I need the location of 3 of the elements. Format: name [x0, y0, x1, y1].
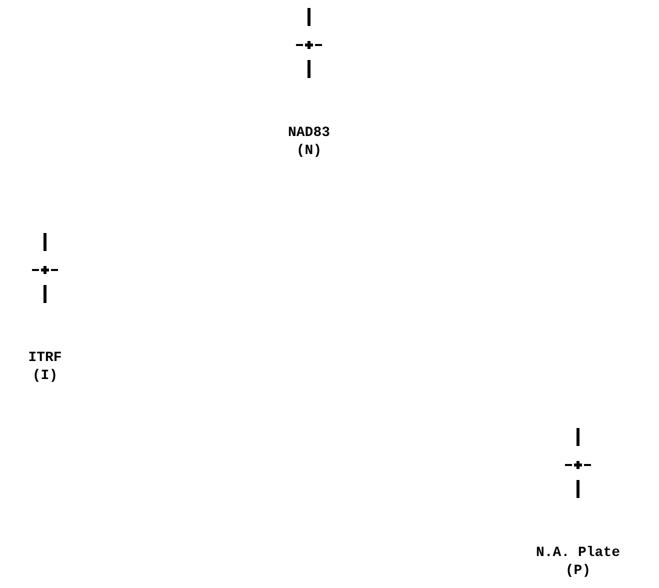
- frame-label: NAD83 (N): [286, 124, 331, 160]
- frame-label: N.A. Plate (P): [534, 544, 621, 580]
- frame-label: ITRF (I): [27, 349, 63, 385]
